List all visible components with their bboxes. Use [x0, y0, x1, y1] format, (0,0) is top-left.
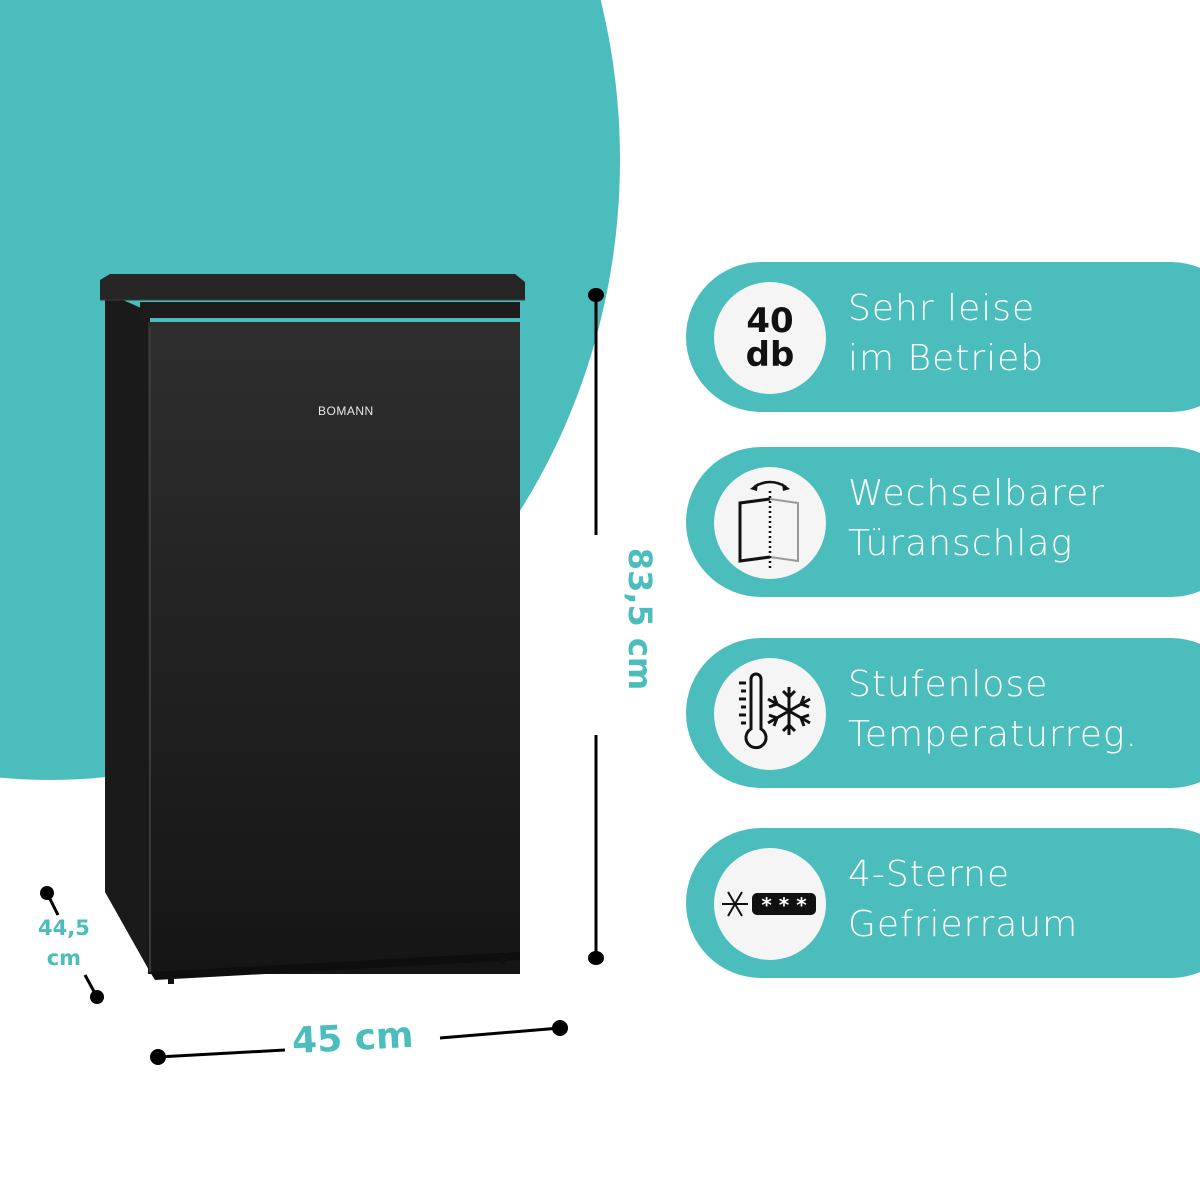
feature-line1: Stufenlose	[848, 664, 1049, 705]
feature-reversible-door: Wechselbarer Türanschlag	[686, 447, 1200, 597]
feature-line2: Gefrierraum	[848, 904, 1079, 945]
feature-line1: 4-Sterne	[848, 854, 1011, 895]
db-unit: db	[745, 335, 795, 375]
width-dimension-label: 45 cm	[291, 1014, 415, 1063]
db-value: 40	[746, 301, 794, 341]
feature-line2: im Betrieb	[848, 338, 1045, 379]
fridge-product-image	[100, 272, 525, 987]
depth-unit: cm	[46, 946, 82, 970]
depth-dimension-label: 44,5 cm	[38, 913, 90, 973]
feature-temperature-control: Stufenlose Temperaturreg.	[686, 638, 1200, 788]
feature-line2: Temperaturreg.	[848, 714, 1138, 755]
height-dimension-label: 83,5 cm	[621, 547, 659, 691]
four-star-freezer-icon: * * *	[714, 848, 826, 960]
brand-logo: BOMANN	[318, 404, 374, 418]
feature-quiet: 40 db Sehr leise im Betrieb	[686, 262, 1200, 412]
depth-value: 44,5	[38, 916, 90, 940]
feature-line1: Sehr leise	[848, 288, 1036, 329]
feature-four-star-freezer: * * * 4-Sterne Gefrierraum	[686, 828, 1200, 978]
thermometer-snowflake-icon	[714, 658, 826, 770]
40-db-badge-icon: 40 db	[714, 282, 826, 394]
svg-text:* * *: * * *	[761, 893, 807, 917]
reversible-door-icon	[714, 467, 826, 579]
feature-line1: Wechselbarer	[848, 473, 1106, 514]
feature-line2: Türanschlag	[848, 523, 1074, 564]
